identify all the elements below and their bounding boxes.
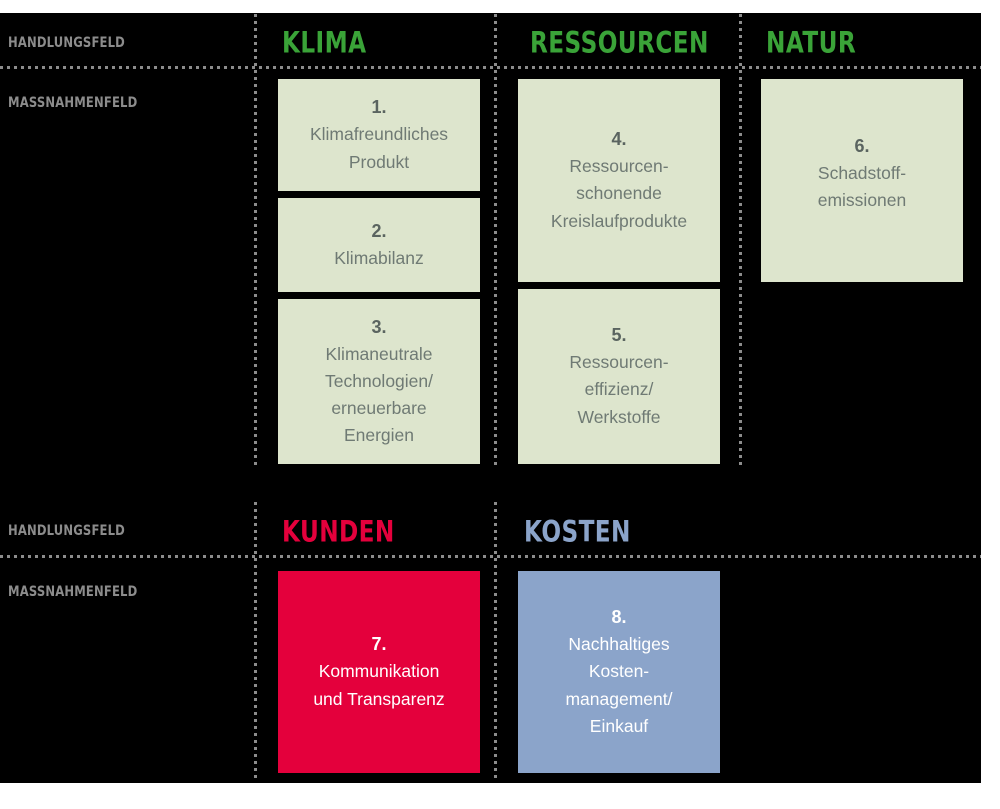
- measure-card-8[interactable]: 8. Nachhaltiges Kosten- management/ Eink…: [518, 571, 720, 773]
- measure-card-2[interactable]: 2. Klimabilanz: [278, 198, 480, 292]
- measure-card-4-number: 4.: [611, 129, 627, 150]
- measure-card-1-number: 1.: [371, 97, 387, 118]
- divider-horizontal-top: [0, 66, 981, 69]
- measure-card-1-text: Klimafreundliches Produkt: [309, 124, 449, 172]
- divider-vertical-top-2: [494, 14, 497, 466]
- measure-card-7-number: 7.: [371, 634, 387, 655]
- measure-card-5-text: Ressourcen- effizienz/ Werkstoffe: [569, 352, 669, 427]
- measure-card-6-text: Schadstoff- emissionen: [817, 163, 907, 211]
- divider-vertical-top-1: [254, 14, 257, 466]
- measure-card-1[interactable]: 1. Klimafreundliches Produkt: [278, 79, 480, 191]
- measure-card-6[interactable]: 6. Schadstoff- emissionen: [761, 79, 963, 282]
- column-header-kosten: KOSTEN: [524, 514, 631, 549]
- measure-card-3-number: 3.: [371, 316, 387, 337]
- column-header-natur: NATUR: [766, 25, 857, 60]
- column-header-klima: KLIMA: [282, 25, 367, 60]
- measure-card-3[interactable]: 3. Klimaneutrale Technologien/ erneuerba…: [278, 299, 480, 464]
- divider-horizontal-bottom: [0, 555, 981, 558]
- measure-card-2-text: Klimabilanz: [334, 247, 424, 268]
- measure-card-2-number: 2.: [371, 220, 387, 241]
- divider-vertical-bottom-1: [254, 502, 257, 782]
- measure-card-4[interactable]: 4. Ressourcen- schonende Kreislaufproduk…: [518, 79, 720, 282]
- row-label-massnahmenfeld-top: MASSNAHMENFELD: [8, 95, 138, 111]
- measure-card-6-number: 6.: [854, 136, 870, 156]
- divider-vertical-bottom-2: [494, 502, 497, 782]
- measure-card-3-text: Klimaneutrale Technologien/ erneuerbare …: [325, 343, 433, 446]
- row-label-handlungsfeld-bottom: HANDLUNGSFELD: [8, 523, 125, 539]
- measure-card-8-number: 8.: [611, 607, 627, 628]
- row-label-massnahmenfeld-bottom: MASSNAHMENFELD: [8, 584, 138, 600]
- measure-card-4-text: Ressourcen- schonende Kreislaufprodukte: [550, 156, 688, 231]
- measure-card-5-number: 5.: [611, 325, 627, 346]
- row-label-handlungsfeld-top: HANDLUNGSFELD: [8, 35, 125, 51]
- divider-vertical-top-3: [739, 14, 742, 466]
- measure-card-7-text: Kommunikation und Transparenz: [313, 661, 445, 709]
- measure-card-7[interactable]: 7. Kommunikation und Transparenz: [278, 571, 480, 773]
- measure-card-8-text: Nachhaltiges Kosten- management/ Einkauf: [565, 634, 673, 736]
- column-header-kunden: KUNDEN: [282, 514, 395, 549]
- measure-card-5[interactable]: 5. Ressourcen- effizienz/ Werkstoffe: [518, 289, 720, 464]
- column-header-ressourcen: RESSOURCEN: [530, 25, 709, 60]
